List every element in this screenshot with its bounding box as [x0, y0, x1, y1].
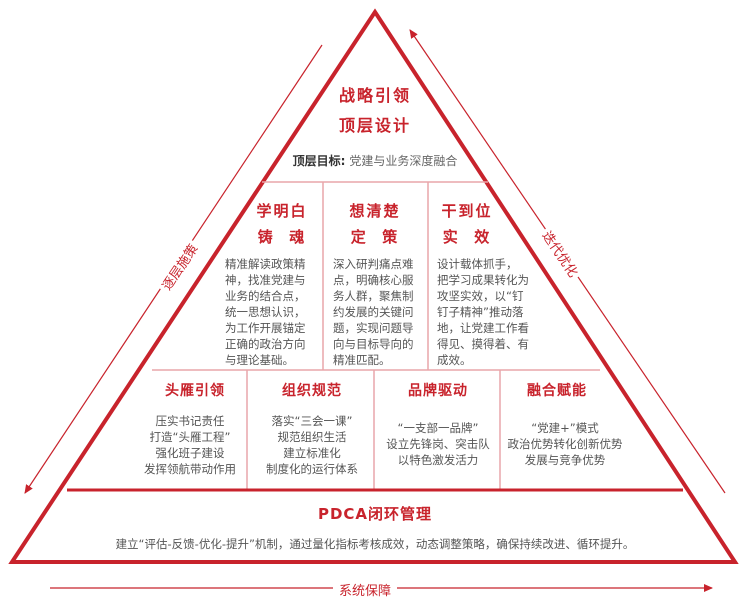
middle-col-3-title2: 实 效: [442, 228, 492, 246]
text-line: 得见、摸得着、有: [437, 337, 529, 351]
bottom-text: 建立“评估-反馈-优化-提升”机制，通过量化指标考核成效，动态调整策略，确保持续…: [115, 537, 635, 551]
middle-col-3-title1: 干到位: [441, 202, 493, 220]
text-line: 打造“头雁工程”: [149, 430, 231, 444]
text-line: 业务的结合点，: [225, 289, 306, 303]
text-line: 压实书记责任: [155, 414, 225, 428]
text-line: 落实“三会一课”: [271, 414, 353, 428]
text-line: “党建+”模式: [531, 421, 599, 435]
middle-col-1-title1: 学明白: [256, 202, 308, 220]
lower-col-2-text: 落实“三会一课” 规范组织生活 建立标准化 制度化的运行体系: [250, 413, 374, 477]
text-line: 规范组织生活: [277, 430, 347, 444]
text-line: 约发展的关键问: [333, 305, 414, 319]
middle-col-2-text: 深入研判痛点难 点，明确核心服 务人群，聚焦制 约发展的关键问 题，实现问题导 …: [333, 256, 414, 368]
top-title-1: 战略引领: [338, 86, 411, 105]
middle-col-3-text: 设计载体抓手， 把学习成果转化为 攻坚实效，以“钉 钉子精神”推动落 地，让党建…: [437, 256, 529, 368]
text-line: 把学习成果转化为: [437, 273, 529, 287]
text-line: 以特色激发活力: [397, 453, 479, 467]
text-line: 攻坚实效，以“钉: [437, 289, 524, 303]
lower-col-3-text: “一支部一品牌” 设立先锋岗、突击队 以特色激发活力: [376, 420, 500, 468]
text-line: 政治优势转化创新优势: [507, 437, 623, 451]
top-goal-text: 党建与业务深度融合: [349, 154, 458, 168]
middle-col-1-title2: 铸 魂: [257, 228, 307, 246]
middle-col-1-text: 精准解读政策精 神，找准党建与 业务的结合点， 统一思想认识， 为工作开展锚定 …: [225, 256, 306, 368]
text-line: 强化班子建设: [155, 446, 225, 460]
text-line: 为工作开展锚定: [225, 321, 306, 335]
top-goal-label: 顶层目标:: [292, 154, 346, 168]
text-line: 地，让党建工作看: [437, 321, 529, 335]
text-line: 制度化的运行体系: [266, 462, 358, 476]
text-line: 统一思想认识，: [225, 305, 306, 319]
text-line: 建立标准化: [283, 446, 341, 460]
lower-col-3-title: 品牌驱动: [408, 383, 468, 399]
lower-col-4-title: 融合赋能: [527, 383, 587, 399]
pyramid-outline: [8, 8, 739, 564]
lower-col-1-text: 压实书记责任 打造“头雁工程” 强化班子建设 发挥领航带动作用: [125, 413, 255, 477]
text-line: 题，实现问题导: [333, 321, 414, 335]
text-line: 发展与竞争优势: [524, 453, 606, 467]
bottom-title: PDCA闭环管理: [317, 505, 433, 523]
text-line: 深入研判痛点难: [333, 257, 414, 271]
text-line: 正确的政治方向: [225, 337, 306, 351]
middle-col-2-title1: 想清楚: [349, 202, 401, 220]
text-line: 精准解读政策精: [225, 257, 306, 271]
text-line: 务人群，聚焦制: [333, 289, 414, 303]
top-goal: 顶层目标: 党建与业务深度融合: [275, 152, 475, 169]
lower-col-1-title: 头雁引领: [165, 383, 225, 399]
text-line: 点，明确核心服: [333, 273, 414, 287]
text-line: “一支部一品牌”: [397, 421, 479, 435]
text-line: 向与目标导向的: [333, 337, 414, 351]
lower-col-2-title: 组织规范: [282, 383, 342, 399]
text-line: 成效。: [437, 353, 472, 367]
text-line: 神，找准党建与: [225, 273, 306, 287]
bottom-arrow-label: 系统保障: [333, 579, 398, 600]
text-line: 设立先锋岗、突击队: [386, 437, 490, 451]
top-title-2: 顶层设计: [338, 116, 411, 135]
lower-col-4-text: “党建+”模式 政治优势转化创新优势 发展与竞争优势: [497, 420, 633, 468]
text-line: 钉子精神”推动落: [437, 305, 524, 319]
text-line: 发挥领航带动作用: [144, 462, 236, 476]
middle-col-2-title2: 定 策: [350, 228, 400, 246]
text-line: 精准匹配。: [333, 353, 391, 367]
text-line: 与理论基础。: [225, 353, 294, 367]
text-line: 设计载体抓手，: [437, 257, 518, 271]
